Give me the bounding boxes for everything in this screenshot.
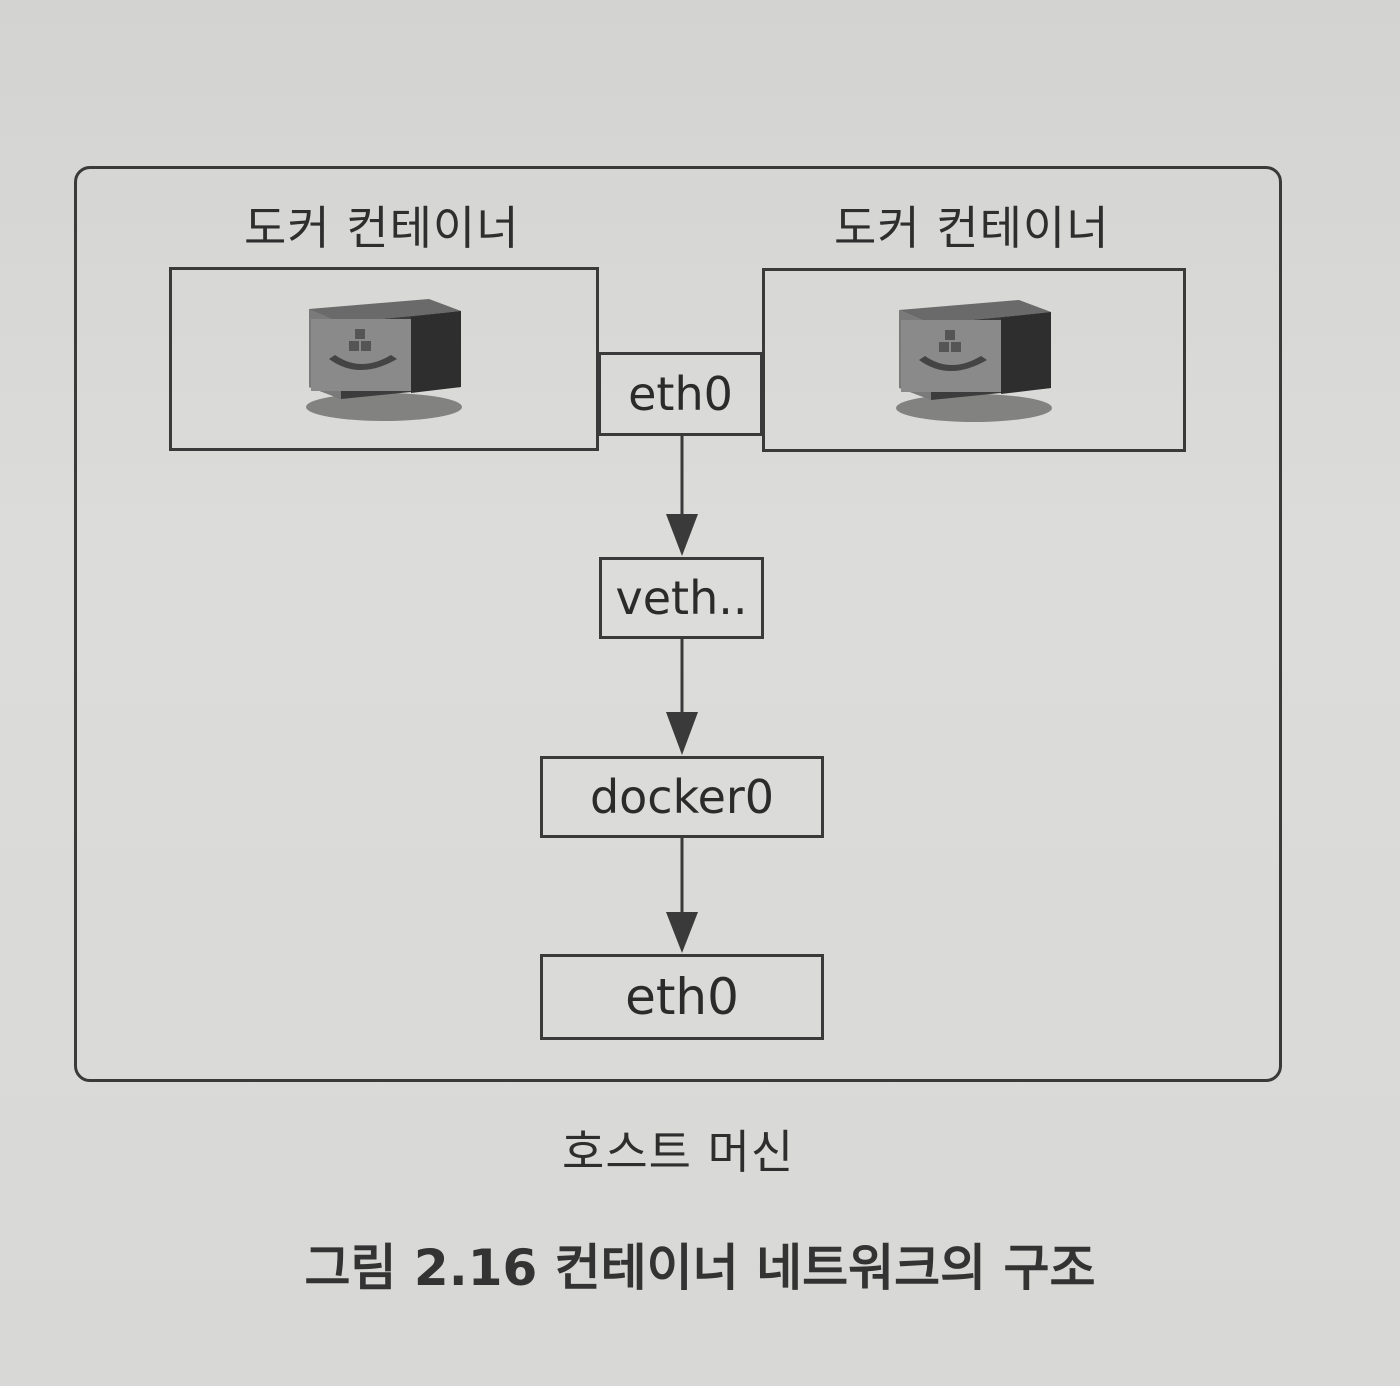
- veth-node: veth..: [599, 557, 764, 639]
- arrowhead-docker0-to-eth0: [666, 912, 698, 953]
- arrowhead-eth0-to-veth: [666, 514, 698, 556]
- figure-caption: 그림 2.16 컨테이너 네트워크의 구조: [304, 1239, 1096, 1297]
- container-eth0-node: eth0: [598, 352, 763, 436]
- docker0-bridge-node: docker0: [540, 756, 824, 838]
- host-machine-frame: [74, 166, 1282, 1082]
- host-eth0-node: eth0: [540, 954, 824, 1040]
- docker-container-left: [169, 267, 599, 451]
- container-label-left: 도커 컨테이너: [244, 201, 520, 255]
- docker-container-icon: [896, 300, 1052, 422]
- container-label-right: 도커 컨테이너: [834, 201, 1110, 255]
- docker-container-icon: [306, 299, 462, 421]
- host-machine-label: 호스트 머신: [562, 1125, 795, 1179]
- docker-container-right: [762, 268, 1186, 452]
- arrowhead-veth-to-docker0: [666, 712, 698, 755]
